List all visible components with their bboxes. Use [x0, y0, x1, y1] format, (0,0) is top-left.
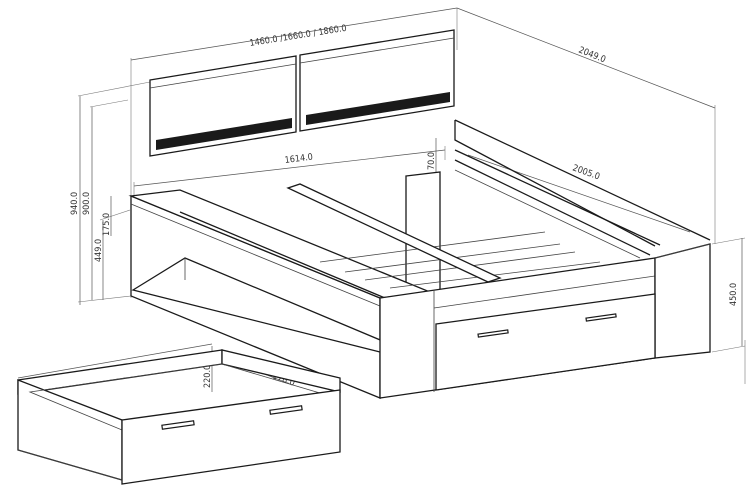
frame-height-label: 449.0 [94, 239, 104, 262]
slat-offset-label: 70.0 [427, 152, 437, 170]
pull-out-drawer [17, 349, 341, 485]
side-height-label: 900.0 [82, 192, 92, 215]
headboard-cushions [149, 29, 455, 157]
pull-out-drawer-handle-icon [161, 420, 195, 430]
bed-height-label: 450.0 [729, 283, 739, 306]
headboard-gap-label: 175.0 [102, 213, 112, 236]
bed-frame [128, 119, 711, 399]
total-length-label: 2049.0 [577, 46, 607, 66]
inner-width-label: 1614.0 [284, 153, 313, 166]
headboard-height-label: 940.0 [70, 192, 80, 215]
drawer-handle-icon [477, 329, 509, 338]
drawer-height-label: 220.0 [203, 365, 213, 388]
inner-length-label: 2005.0 [571, 163, 601, 182]
width-options-label: 1460.0 /1660.0 / 1860.0 [249, 24, 347, 49]
